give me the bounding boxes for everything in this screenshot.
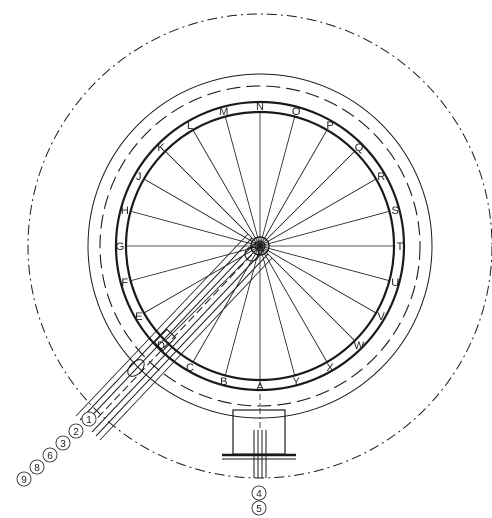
callout-group-pipe-bundle: 1 2 3 6 8 9 [16, 411, 97, 487]
ring-label-e: E [135, 311, 142, 323]
spoke-p [259, 129, 328, 247]
callout-1: 1 [86, 415, 92, 426]
ring-label-w: W [354, 340, 365, 352]
callout-8: 8 [34, 463, 40, 474]
ring-label-g: G [116, 241, 125, 253]
ring-label-k: K [157, 142, 165, 154]
spoke-v [259, 245, 377, 314]
spoke-m [224, 116, 261, 247]
ring-label-a: A [256, 381, 264, 393]
spoke-o [259, 116, 296, 247]
ring-label-l: L [187, 120, 193, 132]
callout-2: 2 [73, 427, 79, 438]
spoke-s [259, 210, 390, 247]
ring-label-r: R [377, 171, 385, 183]
callout-9: 9 [21, 475, 27, 486]
spoke-r [259, 178, 377, 247]
ring-label-j: J [136, 171, 142, 183]
ring-label-h: H [121, 205, 129, 217]
spoke-j [143, 178, 261, 247]
spoke-x [259, 245, 328, 363]
ring-label-x: X [326, 362, 334, 374]
ring-label-m: M [219, 106, 228, 118]
callout-4: 4 [256, 489, 262, 500]
callout-5: 5 [256, 504, 262, 515]
spoke-w [259, 245, 356, 342]
ring-label-u: U [391, 277, 399, 289]
ring-label-v: V [378, 311, 386, 323]
ring-label-b: B [220, 376, 227, 388]
ring-label-f: F [121, 277, 128, 289]
ring-label-y: Y [293, 376, 301, 388]
spoke-c [192, 245, 261, 363]
spoke-k [164, 150, 261, 247]
center-hub [244, 236, 270, 262]
ring-label-q: Q [355, 142, 364, 154]
outer-boundary-circle [27, 13, 492, 479]
spoke-u [259, 245, 390, 282]
spoke-q [259, 150, 356, 247]
ring-label-n: N [256, 101, 264, 113]
callout-3: 3 [60, 439, 66, 450]
spoke-b [224, 245, 261, 376]
pipe-bundle [75, 233, 273, 441]
dashed-ring [99, 85, 421, 407]
spoke-h [130, 210, 261, 247]
spoke-y [259, 245, 296, 376]
bottom-nozzle [222, 380, 296, 478]
spoke-e [143, 245, 261, 314]
callout-6: 6 [47, 451, 53, 462]
ring-label-d: D [157, 340, 165, 352]
ring-label-o: O [292, 106, 301, 118]
ring-label-c: C [186, 362, 194, 374]
ring-label-p: P [326, 120, 333, 132]
ring-label-s: S [392, 205, 399, 217]
callout-group-bottom-nozzle: 4 5 [251, 485, 267, 516]
ring-label-t: T [397, 241, 404, 253]
ring-position-labels: A B C D E F G H J K L M N O P Q R S T U V W X Y [116, 101, 404, 393]
spoke-l [192, 129, 261, 247]
spoke-d [164, 245, 261, 342]
